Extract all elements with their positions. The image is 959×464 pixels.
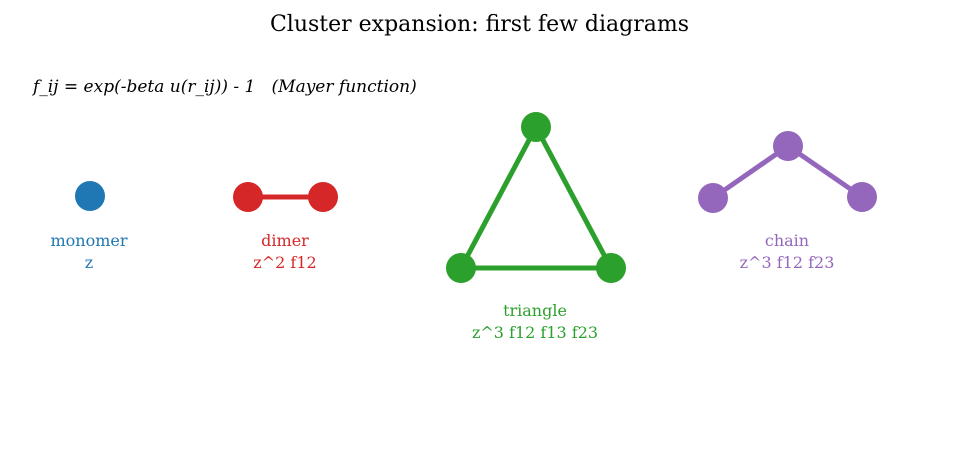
dimer-caption-weight: z^2 f12 <box>253 253 317 272</box>
triangle-edge <box>458 125 539 270</box>
chain-node <box>773 131 803 161</box>
chain-caption-weight: z^3 f12 f23 <box>739 253 835 272</box>
dimer-node <box>308 182 338 212</box>
triangle-edge <box>533 125 614 270</box>
dimer-caption-name: dimer <box>261 231 309 250</box>
chain-node <box>847 182 877 212</box>
triangle-caption-weight: z^3 f12 f13 f23 <box>471 323 599 342</box>
monomer-caption-weight: z <box>84 253 94 272</box>
mayer-function-formula: f_ij = exp(-beta u(r_ij)) - 1 (Mayer fun… <box>33 77 417 97</box>
chain-caption: chain z^3 f12 f23 <box>740 230 835 274</box>
monomer-caption: monomer z <box>50 230 127 274</box>
figure-title: Cluster expansion: first few diagrams <box>269 12 690 37</box>
triangle-node <box>521 112 551 142</box>
monomer-caption-name: monomer <box>50 231 128 250</box>
triangle-caption-name: triangle <box>503 301 567 320</box>
triangle-node <box>596 253 626 283</box>
triangle-node <box>446 253 476 283</box>
chain-node <box>698 183 728 213</box>
triangle-caption: triangle z^3 f12 f13 f23 <box>472 300 598 344</box>
chain-edge <box>711 143 790 201</box>
dimer-node <box>233 182 263 212</box>
chain-caption-name: chain <box>764 231 810 250</box>
monomer-node <box>75 181 105 211</box>
dimer-caption: dimer z^2 f12 <box>253 230 316 274</box>
